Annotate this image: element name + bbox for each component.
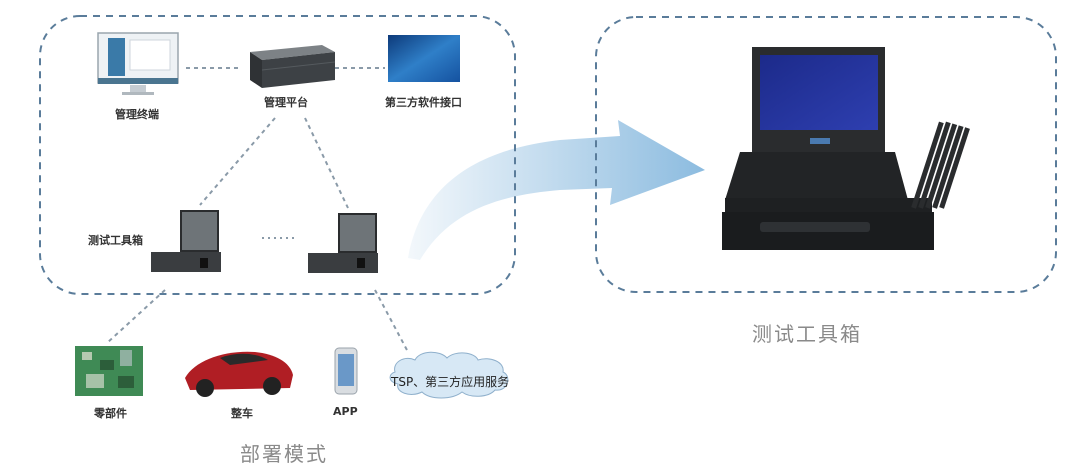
antenna-bank-icon (911, 121, 970, 209)
target-label-parts: 零部件 (94, 407, 127, 420)
transition-arrow (408, 120, 705, 260)
rugged-laptop-icon (722, 47, 934, 250)
rugged-laptop-icon (151, 210, 221, 272)
toolbox-caption: 测试工具箱 (752, 322, 862, 346)
server-icon (250, 45, 336, 88)
circuit-board-icon (75, 346, 143, 396)
management-platform-label: 管理平台 (264, 96, 308, 109)
car-icon (185, 351, 293, 397)
deployment-frame (39, 15, 516, 295)
target-label-app: APP (333, 405, 358, 418)
interface-image-icon (388, 35, 460, 82)
cloud-icon (389, 351, 509, 399)
management-terminal-label: 管理终端 (115, 108, 159, 121)
target-label-cloud-services: TSP、第三方应用服务 (391, 375, 510, 389)
monitor-icon (97, 32, 179, 95)
smartphone-icon (334, 347, 358, 395)
rugged-laptop-icon (308, 213, 378, 273)
connectors (106, 67, 409, 353)
toolbox-frame (595, 16, 1057, 293)
deployment-caption: 部署模式 (240, 442, 328, 466)
third-party-interface-label: 第三方软件接口 (385, 96, 462, 109)
target-label-vehicle: 整车 (231, 407, 253, 420)
test-toolbox-label: 测试工具箱 (88, 234, 143, 247)
